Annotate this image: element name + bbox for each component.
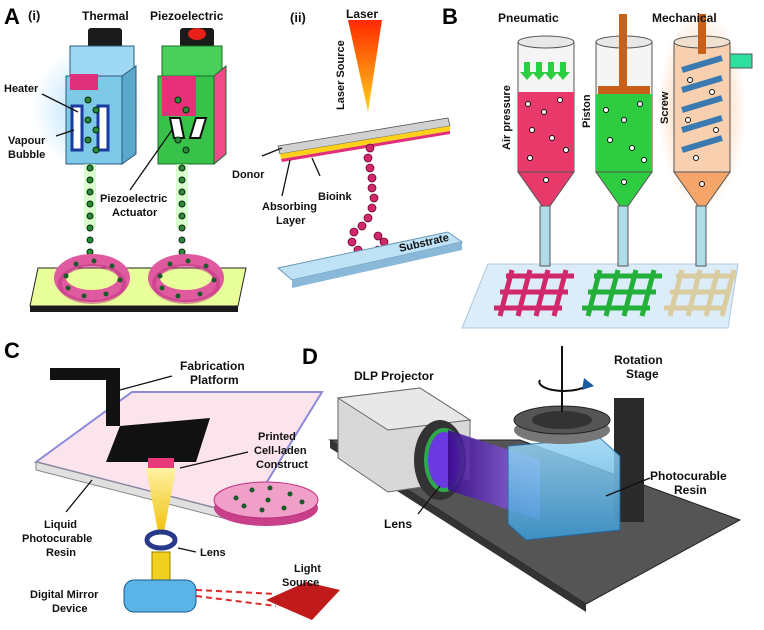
- piston-label: Piston: [581, 94, 593, 128]
- construct-cells: [233, 485, 305, 513]
- photocurable-resin-vat: [507, 437, 621, 541]
- pneumatic-label: Pneumatic: [498, 11, 559, 25]
- laser-source-label: Laser Source: [335, 40, 347, 110]
- digital-mirror-device: [123, 579, 197, 613]
- rotation-arrow-head: [582, 378, 594, 390]
- absorbing-label-1: Absorbing: [262, 201, 317, 213]
- dmd-label-2: Device: [52, 603, 87, 615]
- lens-label-c: Lens: [200, 547, 226, 559]
- screw-syringe: [658, 10, 753, 267]
- printed-label-2: Cell-laden: [254, 445, 307, 457]
- extrusion-cells: [525, 77, 719, 187]
- piezo-printhead: [157, 28, 227, 228]
- light-source: [266, 582, 340, 620]
- panel-c-dlp: C Fabrication Platform Printed Cell-lade…: [4, 338, 340, 620]
- laser-droplets: [347, 143, 389, 259]
- rotation-arrow: [538, 379, 589, 392]
- dmd-beam-2: [195, 589, 277, 595]
- light-cone: [146, 468, 176, 532]
- volumetric-pointers: [417, 477, 651, 515]
- fab-label-2: Platform: [190, 373, 239, 387]
- heater-label: Heater: [4, 83, 39, 95]
- rotation-stage-center: [532, 411, 592, 429]
- panel-a-letter: A: [4, 4, 20, 29]
- panel-a-laser: (ii) Laser Laser Source Donor Absorbing …: [232, 7, 464, 288]
- fabrication-platform: [106, 418, 210, 462]
- dlp-projector-top: [336, 387, 472, 431]
- photocurable-label-1: Photocurable: [650, 469, 727, 483]
- lens-c: [144, 529, 178, 551]
- liquid-label-2: Photocurable: [22, 533, 92, 545]
- panel-a-ii-numeral: (ii): [290, 10, 306, 25]
- lens-label-d: Lens: [384, 517, 412, 531]
- liquid-label-1: Liquid: [44, 519, 77, 531]
- dlp-pointers: [65, 375, 249, 553]
- rotation-label-2: Stage: [626, 367, 659, 381]
- inkjet-droplets: [84, 96, 190, 256]
- cell-construct-small: [148, 458, 174, 468]
- panel-a-i-numeral: (i): [28, 8, 40, 23]
- light-label-1: Light: [294, 563, 321, 575]
- piezo-actuator-label-1: Piezoelectric: [100, 193, 167, 205]
- photocurable-label-2: Resin: [674, 483, 707, 497]
- panel-d-volumetric: D DLP Projector Rotation Stage Photocura…: [302, 344, 742, 612]
- panel-b-extrusion: B Pneumatic Mechanical Air pressure Pist…: [442, 4, 753, 329]
- mechanical-label: Mechanical: [652, 11, 717, 25]
- inkjet-substrate-edge: [30, 306, 238, 312]
- air-pressure-label: Air pressure: [501, 85, 513, 150]
- fab-label-1: Fabrication: [180, 359, 245, 373]
- platform-arm: [50, 368, 120, 426]
- laser-pointers: [261, 147, 321, 197]
- absorbing-label-2: Layer: [276, 215, 306, 227]
- piston-syringe: [595, 14, 653, 267]
- panel-c-letter: C: [4, 338, 20, 363]
- laser-label: Laser: [346, 7, 378, 21]
- printed-label-1: Printed: [258, 431, 296, 443]
- absorbing-layer: [280, 126, 450, 159]
- laser-beam: [348, 20, 382, 112]
- dmd-label-1: Digital Mirror: [30, 589, 99, 601]
- inkjet-printed-rings: [54, 254, 224, 304]
- dmd-beam-1: [195, 595, 277, 607]
- panel-d-letter: D: [302, 344, 318, 369]
- screw-label: Screw: [659, 91, 671, 124]
- thermal-label: Thermal: [82, 9, 129, 23]
- piezo-actuator-label-2: Actuator: [112, 207, 158, 219]
- bubble-label: Bubble: [8, 149, 45, 161]
- rotation-label-1: Rotation: [614, 353, 663, 367]
- liquid-label-3: Resin: [46, 547, 76, 559]
- inkjet-pointers: [41, 93, 173, 191]
- light-column: [151, 551, 171, 583]
- panel-a-inkjet: A (i) Thermal Piezoelectric Heater Vapou…: [4, 4, 247, 312]
- dlp-label: DLP Projector: [354, 369, 434, 383]
- bioink-label: Bioink: [318, 191, 352, 203]
- panel-b-letter: B: [442, 4, 458, 29]
- laser-substrate-edge: [292, 242, 462, 288]
- donor-label: Donor: [232, 169, 265, 181]
- light-label-2: Source: [282, 577, 319, 589]
- bioink-layer: [281, 131, 450, 162]
- piezoelectric-label: Piezoelectric: [150, 9, 224, 23]
- vapour-label: Vapour: [8, 135, 46, 147]
- printed-label-3: Construct: [256, 459, 308, 471]
- extrusion-grids: [494, 269, 737, 317]
